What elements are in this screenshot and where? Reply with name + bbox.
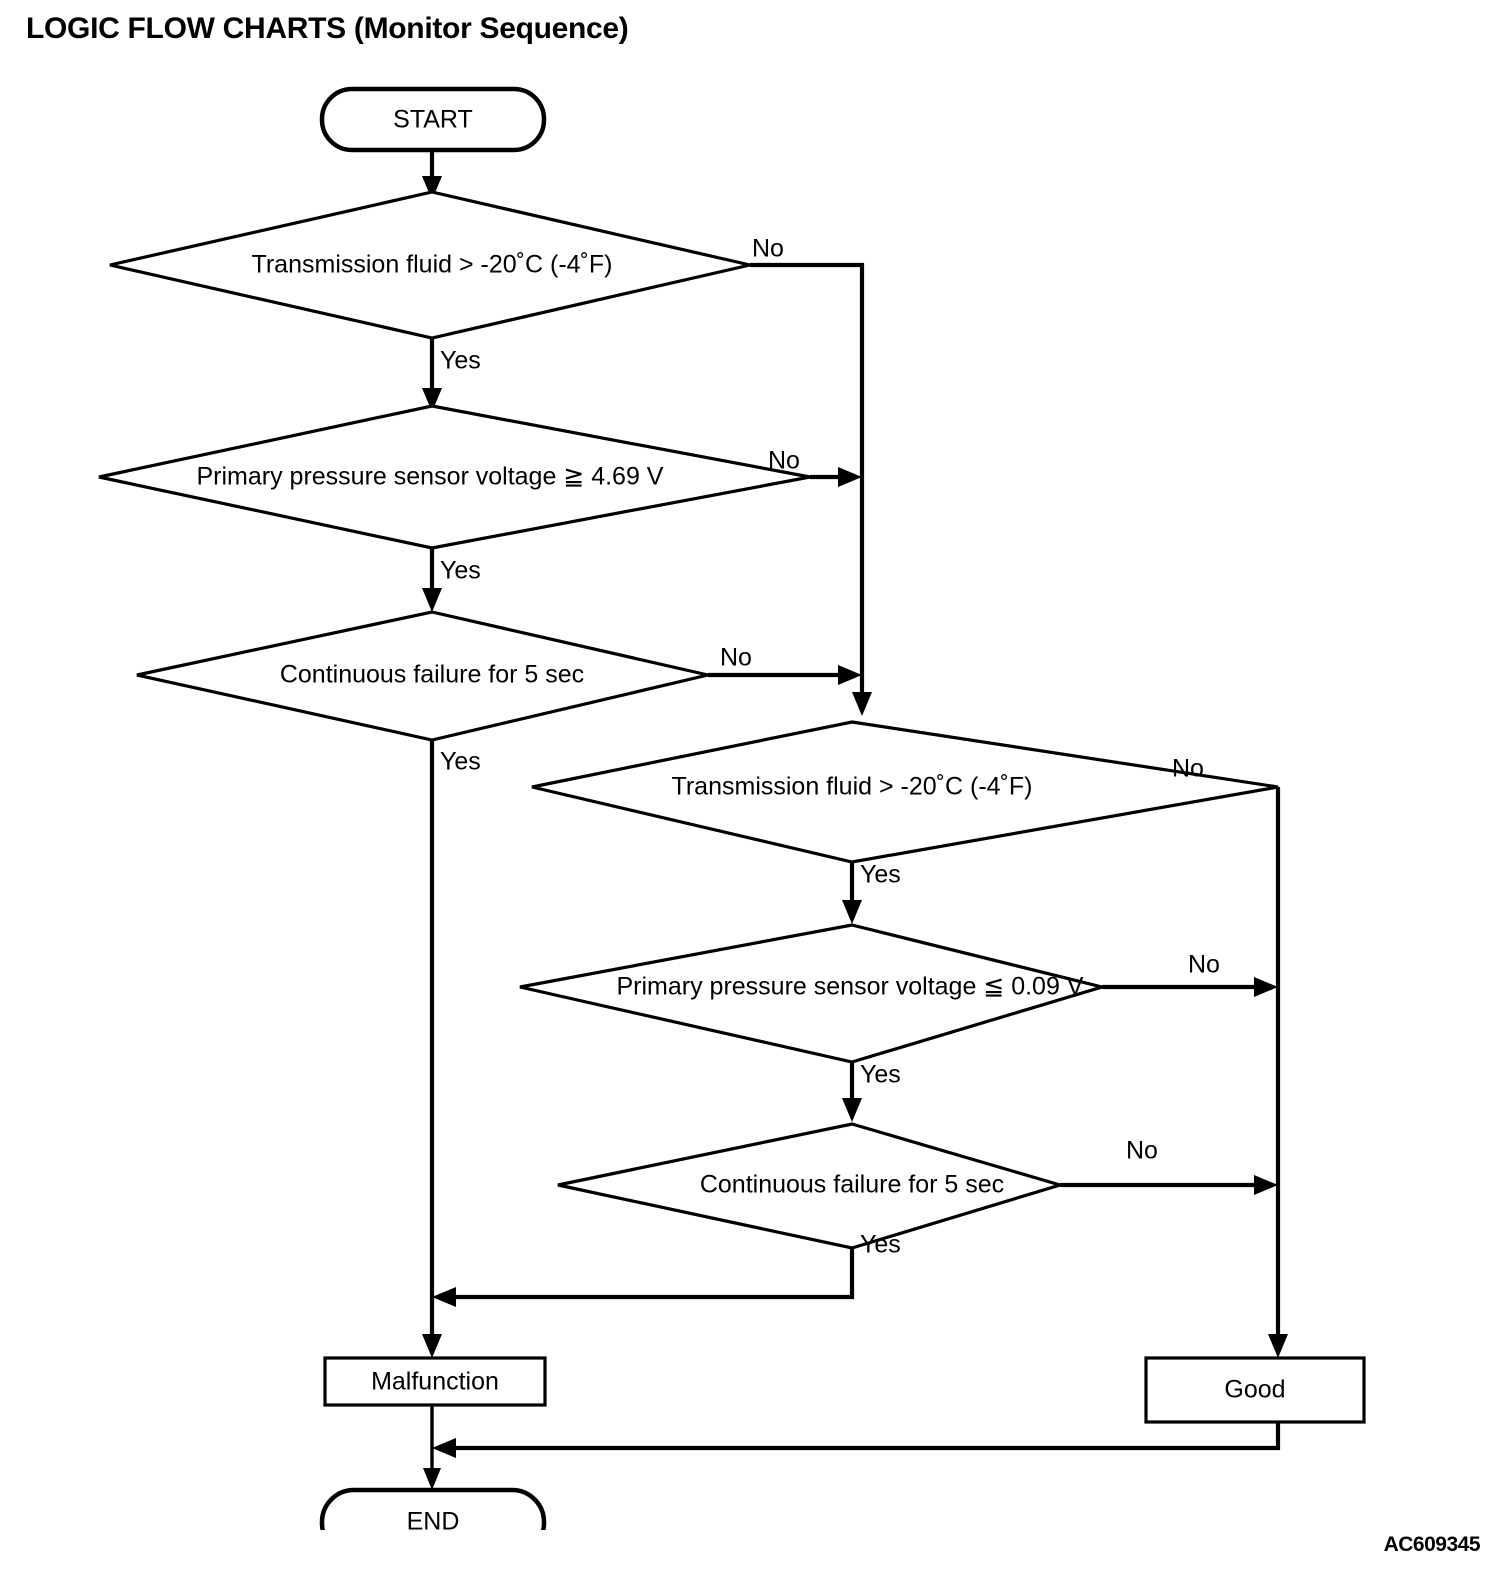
node-decision-4-label: Transmission fluid > -20˚C (-4˚F) [672, 773, 1033, 801]
node-start[interactable]: START [319, 86, 547, 153]
node-good[interactable]: Good [1144, 1356, 1366, 1424]
edge-good-to-end [432, 1422, 1281, 1458]
node-decision-continuous-failure-2[interactable]: Continuous failure for 5 sec [557, 1122, 1066, 1250]
node-decision-5-label: Primary pressure sensor voltage ≦ 0.09 V [617, 973, 1084, 1001]
edge-d4-yes-to-d5 [842, 862, 862, 924]
node-good-label: Good [1224, 1376, 1285, 1404]
node-malfunction[interactable]: Malfunction [323, 1356, 547, 1407]
edge-start-to-d1 [422, 150, 442, 200]
document-code: AC609345 [1383, 1533, 1481, 1556]
edge-d6-no-to-trunk [1060, 1175, 1278, 1195]
node-malfunction-label: Malfunction [371, 1368, 499, 1396]
node-decision-transmission-fluid-1[interactable]: Transmission fluid > -20˚C (-4˚F) [109, 190, 751, 340]
logic-flow-chart: START Transmission fluid > -20˚C (-4˚F) … [98, 86, 1366, 1530]
edge-label-d4-yes: Yes [860, 861, 901, 889]
edge-label-d2-yes: Yes [440, 557, 481, 585]
edge-d3-no-to-trunk [708, 665, 862, 685]
node-decision-3-label: Continuous failure for 5 sec [280, 661, 584, 689]
node-decision-1-label: Transmission fluid > -20˚C (-4˚F) [252, 251, 613, 279]
edge-d5-yes-to-d6 [842, 1062, 862, 1122]
node-decision-primary-pressure-low[interactable]: Primary pressure sensor voltage ≦ 0.09 V [519, 923, 1109, 1064]
edge-d3-yes-to-malfunction [422, 740, 442, 1358]
node-decision-6-label: Continuous failure for 5 sec [700, 1171, 1004, 1199]
edge-d2-no-to-trunk [810, 467, 862, 487]
edge-label-d6-yes: Yes [860, 1231, 901, 1259]
edge-label-d6-no: No [1126, 1137, 1158, 1165]
edge-d1-no-to-trunk [750, 262, 872, 716]
node-decision-transmission-fluid-2[interactable]: Transmission fluid > -20˚C (-4˚F) [531, 720, 1279, 864]
edge-d1-yes-to-d2 [422, 338, 442, 412]
edge-d2-yes-to-d3 [422, 548, 442, 612]
node-decision-continuous-failure-1[interactable]: Continuous failure for 5 sec [136, 610, 709, 742]
edge-d6-yes-to-malfunction [432, 1248, 855, 1307]
edge-d5-no-to-trunk [1102, 977, 1278, 997]
node-end-label: END [407, 1508, 460, 1530]
edge-d4-no-to-good-trunk [1268, 787, 1288, 1358]
page-title: LOGIC FLOW CHARTS (Monitor Sequence) [26, 12, 629, 45]
node-decision-primary-pressure-high[interactable]: Primary pressure sensor voltage ≧ 4.69 V [98, 404, 811, 550]
edge-label-d5-yes: Yes [860, 1061, 901, 1089]
edge-label-d2-no: No [768, 447, 800, 475]
edge-label-d3-yes: Yes [440, 748, 481, 776]
edge-label-d1-yes: Yes [440, 347, 481, 375]
node-decision-2-label: Primary pressure sensor voltage ≧ 4.69 V [197, 463, 664, 491]
node-start-label: START [393, 106, 473, 134]
edge-label-d1-no: No [752, 235, 784, 263]
edge-label-d5-no: No [1188, 951, 1220, 979]
node-end[interactable]: END [319, 1487, 547, 1530]
edge-label-d3-no: No [720, 644, 752, 672]
edge-malfunction-to-end [423, 1405, 441, 1490]
edge-label-d4-no: No [1172, 755, 1204, 783]
